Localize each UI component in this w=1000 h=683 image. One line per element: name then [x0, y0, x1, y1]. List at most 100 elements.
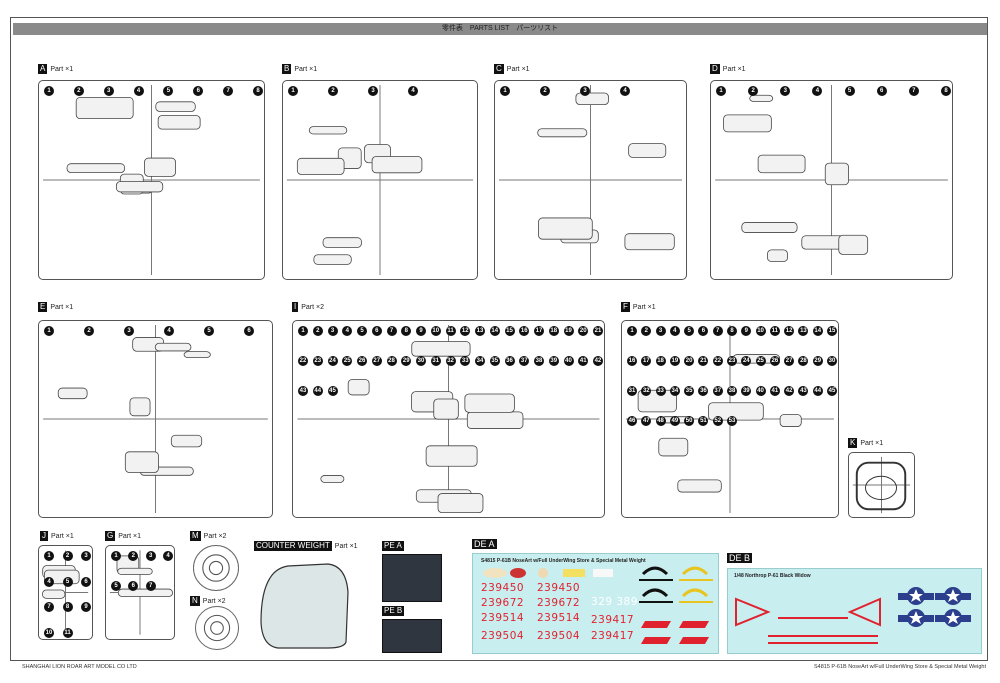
part-number-marker: 10: [44, 628, 54, 638]
part-number-marker: 1: [111, 551, 121, 561]
part-number-marker: 4: [44, 576, 54, 587]
page-title: 零件表 PARTS LIST パーツリスト: [13, 23, 987, 35]
part-number-marker: 27: [784, 356, 795, 366]
part-number-marker: 37: [519, 356, 530, 366]
part-number-marker: 31: [627, 386, 637, 396]
part-number-marker: 8: [401, 326, 412, 336]
part-number-marker: 13: [475, 326, 485, 336]
part-number-marker: 4: [342, 326, 353, 336]
pe-a-tag: PE A: [382, 541, 404, 551]
part-number-marker: 48: [655, 416, 666, 426]
decal-b-artwork: [735, 587, 971, 644]
part-number-marker: 4: [812, 86, 823, 96]
sprue-drawing: [297, 324, 600, 514]
counter-weight-label: COUNTER WEIGHT Part ×1: [254, 541, 358, 551]
sprue-quantity: Part ×1: [118, 532, 141, 540]
part-number-marker: 30: [416, 356, 426, 366]
part-number-marker: 7: [908, 86, 919, 96]
part-number-marker: 45: [327, 386, 338, 396]
part-number-marker: 47: [641, 416, 652, 426]
sprue-quantity: Part ×1: [51, 532, 74, 540]
sprue-letter: J: [40, 531, 48, 541]
part-number-marker: 18: [548, 326, 559, 336]
part-number-marker: 10: [755, 326, 766, 336]
part-number-marker: 8: [941, 86, 951, 96]
part-number-marker: 2: [62, 551, 73, 561]
part-number-marker: 24: [327, 356, 338, 366]
part-number-marker: 44: [312, 386, 323, 396]
part-number-marker: 28: [386, 356, 397, 366]
decal-sheet-a: S4815 P-61B NoseArt w/Full UnderWing Sto…: [472, 553, 719, 654]
part-number-marker: 22: [298, 356, 308, 366]
serial-number-decal: 239504: [481, 630, 525, 642]
part-number-marker: 14: [812, 326, 823, 336]
sprue-quantity: Part ×2: [301, 303, 324, 311]
part-number-marker: 38: [534, 356, 544, 366]
serial-number-decal: 239672: [481, 597, 525, 609]
serial-number-decal: 239417: [591, 630, 635, 642]
part-number-marker: 39: [548, 356, 559, 366]
sprue-letter: A: [38, 64, 48, 74]
part-number-marker: 34: [669, 386, 680, 396]
sprue-drawing: [286, 84, 474, 276]
sprue-k-frame: [848, 452, 915, 518]
part-number-marker: 17: [534, 326, 544, 336]
part-number-marker: 6: [244, 326, 254, 336]
part-number-marker: 2: [540, 86, 550, 96]
part-number-marker: 3: [580, 86, 590, 96]
part-number-marker: 11: [62, 628, 73, 638]
part-number-marker: 5: [204, 326, 214, 336]
part-number-marker: 37: [712, 386, 723, 396]
white-code-decal: 329 389: [591, 596, 638, 608]
sprue-drawing: [109, 550, 174, 635]
decal-b-label: DE B: [727, 553, 753, 563]
part-number-marker: 9: [81, 602, 91, 613]
part-number-marker: 29: [401, 356, 412, 366]
part-number-marker: 6: [698, 326, 709, 336]
part-number-marker: 17: [641, 356, 652, 366]
part-number-marker: 43: [798, 386, 809, 396]
decal-b-tag: DE B: [727, 553, 753, 563]
sprue-letter: M: [190, 531, 201, 541]
part-number-marker: 42: [593, 356, 603, 366]
part-number-marker: 29: [812, 356, 823, 366]
part-number-marker: 53: [727, 416, 737, 426]
part-number-marker: 49: [669, 416, 680, 426]
part-number-marker: 42: [784, 386, 795, 396]
part-number-marker: 23: [727, 356, 737, 366]
part-number-marker: 3: [81, 551, 91, 561]
part-number-marker: 33: [460, 356, 471, 366]
part-number-marker: 31: [430, 356, 441, 366]
part-number-marker: 5: [357, 326, 367, 336]
part-number-marker: 1: [627, 326, 637, 336]
part-number-marker: 4: [133, 86, 144, 96]
part-number-marker: 7: [712, 326, 723, 336]
sprue-letter: G: [105, 531, 116, 541]
decal-a-title: S4815 P-61B NoseArt w/Full UnderWing Sto…: [481, 558, 646, 564]
part-number-marker: 1: [500, 86, 510, 96]
part-number-marker: 33: [655, 386, 666, 396]
part-number-marker: 20: [578, 326, 589, 336]
part-number-marker: 2: [641, 326, 652, 336]
serial-number-decal: 239514: [537, 612, 581, 624]
part-number-marker: 34: [475, 356, 485, 366]
part-number-marker: 4: [669, 326, 680, 336]
part-number-marker: 1: [288, 86, 298, 96]
part-number-marker: 52: [712, 416, 723, 426]
sprue-quantity: Part ×2: [203, 532, 227, 540]
